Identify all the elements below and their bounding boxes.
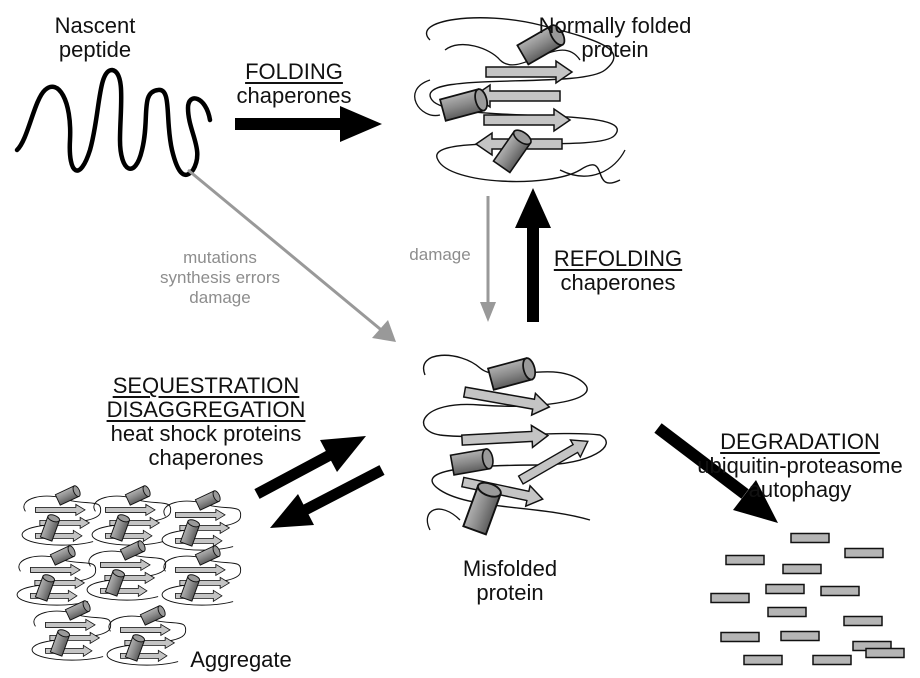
misfolded-line-1: Misfolded [450, 557, 570, 581]
errors-label: mutations synthesis errors damage [140, 248, 300, 308]
folding-arrow [235, 106, 382, 142]
degradation-heading: DEGRADATION [682, 430, 918, 454]
misfolded-label: Misfolded protein [450, 557, 570, 605]
misfolded-line-2: protein [450, 581, 570, 605]
folding-heading: FOLDING [226, 60, 362, 84]
refolding-label: REFOLDING chaperones [550, 247, 686, 295]
folding-sub: chaperones [226, 84, 362, 108]
normally-folded-label: Normally folded protein [520, 14, 710, 62]
nascent-line-2: peptide [40, 38, 150, 62]
misfolded-protein [424, 355, 607, 534]
errors-line-3: damage [140, 288, 300, 308]
nascent-peptide-chain [17, 70, 210, 175]
refolding-sub: chaperones [550, 271, 686, 295]
aggregate-label: Aggregate [176, 648, 306, 672]
errors-line-2: synthesis errors [140, 268, 300, 288]
refolding-heading: REFOLDING [550, 247, 686, 271]
refolding-arrow [515, 188, 551, 322]
damage-text: damage [402, 245, 478, 265]
nascent-peptide-label: Nascent peptide [40, 14, 150, 62]
normal-line-2: protein [520, 38, 710, 62]
degradation-sub-1: ubiquitin-proteasome [682, 454, 918, 478]
degradation-label: DEGRADATION ubiquitin-proteasome autopha… [682, 430, 918, 502]
protein-aggregate [17, 485, 241, 665]
degradation-sub-2: autophagy [682, 478, 918, 502]
degraded-peptide-fragments [711, 534, 904, 665]
folding-label: FOLDING chaperones [226, 60, 362, 108]
sequestration-sub-2: chaperones [96, 446, 316, 470]
sequestration-label: SEQUESTRATION DISAGGREGATION heat shock … [96, 374, 316, 470]
damage-label: damage [402, 245, 478, 265]
damage-arrow [480, 196, 496, 322]
sequestration-sub-1: heat shock proteins [96, 422, 316, 446]
errors-line-1: mutations [140, 248, 300, 268]
nascent-line-1: Nascent [40, 14, 150, 38]
sequestration-heading: SEQUESTRATION [96, 374, 316, 398]
disaggregation-heading: DISAGGREGATION [96, 398, 316, 422]
normal-line-1: Normally folded [520, 14, 710, 38]
aggregate-text: Aggregate [176, 648, 306, 672]
